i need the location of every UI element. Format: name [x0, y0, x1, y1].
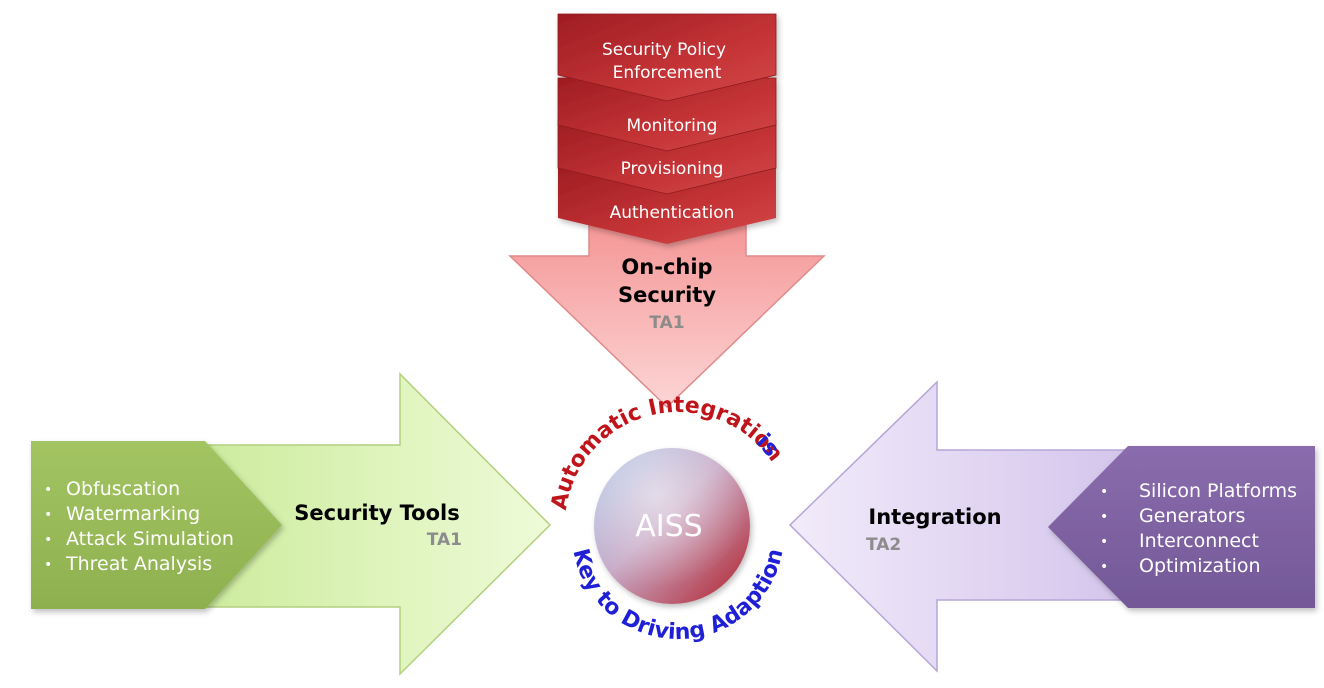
- aiss-center-group: AISS Automatic Integration is Key to Dri…: [547, 393, 789, 645]
- layer-authentication: [558, 165, 776, 244]
- integration-list: • Silicon Platforms • Generators • Inter…: [1100, 480, 1297, 577]
- bullet: •: [1100, 484, 1108, 500]
- integration-group: • Silicon Platforms • Generators • Inter…: [788, 380, 1315, 673]
- list-item: Optimization: [1139, 555, 1261, 577]
- list-item: Obfuscation: [66, 478, 180, 500]
- bullet: •: [1100, 509, 1108, 525]
- bullet: •: [44, 507, 52, 523]
- layer-label-enforcement: Enforcement: [613, 63, 722, 83]
- onchip-layer-stack: [557, 13, 777, 244]
- list-item: Watermarking: [66, 503, 200, 525]
- onchip-security-arrow: [508, 221, 826, 409]
- security-tools-arrow: [202, 372, 552, 676]
- integration-list-box: [1048, 446, 1315, 608]
- bullet: •: [1100, 534, 1108, 550]
- security-tools-list-box: [31, 441, 282, 609]
- aiss-label: AISS: [635, 509, 702, 544]
- onchip-title-line2: Security: [618, 283, 716, 307]
- list-item: Silicon Platforms: [1139, 480, 1297, 502]
- onchip-tag: TA1: [649, 313, 684, 333]
- bullet: •: [44, 532, 52, 548]
- integration-title: Integration: [868, 505, 1001, 529]
- aiss-orb-shine: [594, 448, 750, 604]
- layer-label-security-policy: Security Policy: [602, 40, 726, 60]
- list-item: Attack Simulation: [66, 528, 234, 550]
- layer-label-provisioning: Provisioning: [621, 159, 724, 179]
- layer-label-authentication: Authentication: [610, 203, 735, 223]
- security-tools-group: • Obfuscation • Watermarking • Attack Si…: [31, 372, 552, 676]
- bullet: •: [44, 482, 52, 498]
- onchip-security-group: Security Policy Enforcement Monitoring P…: [508, 13, 826, 409]
- security-tools-tag: TA1: [427, 530, 462, 550]
- list-item: Generators: [1139, 505, 1245, 527]
- bullet: •: [1100, 559, 1108, 575]
- list-item: Interconnect: [1139, 530, 1259, 552]
- integration-tag: TA2: [866, 535, 901, 555]
- layer-security-policy: [557, 13, 777, 102]
- security-tools-list: • Obfuscation • Watermarking • Attack Si…: [44, 478, 234, 575]
- list-item: Threat Analysis: [65, 553, 212, 575]
- bullet: •: [44, 557, 52, 573]
- onchip-title-line1: On-chip: [621, 255, 712, 279]
- integration-arrow: [788, 380, 1129, 673]
- security-tools-title: Security Tools: [294, 501, 459, 525]
- layer-label-monitoring: Monitoring: [627, 116, 718, 136]
